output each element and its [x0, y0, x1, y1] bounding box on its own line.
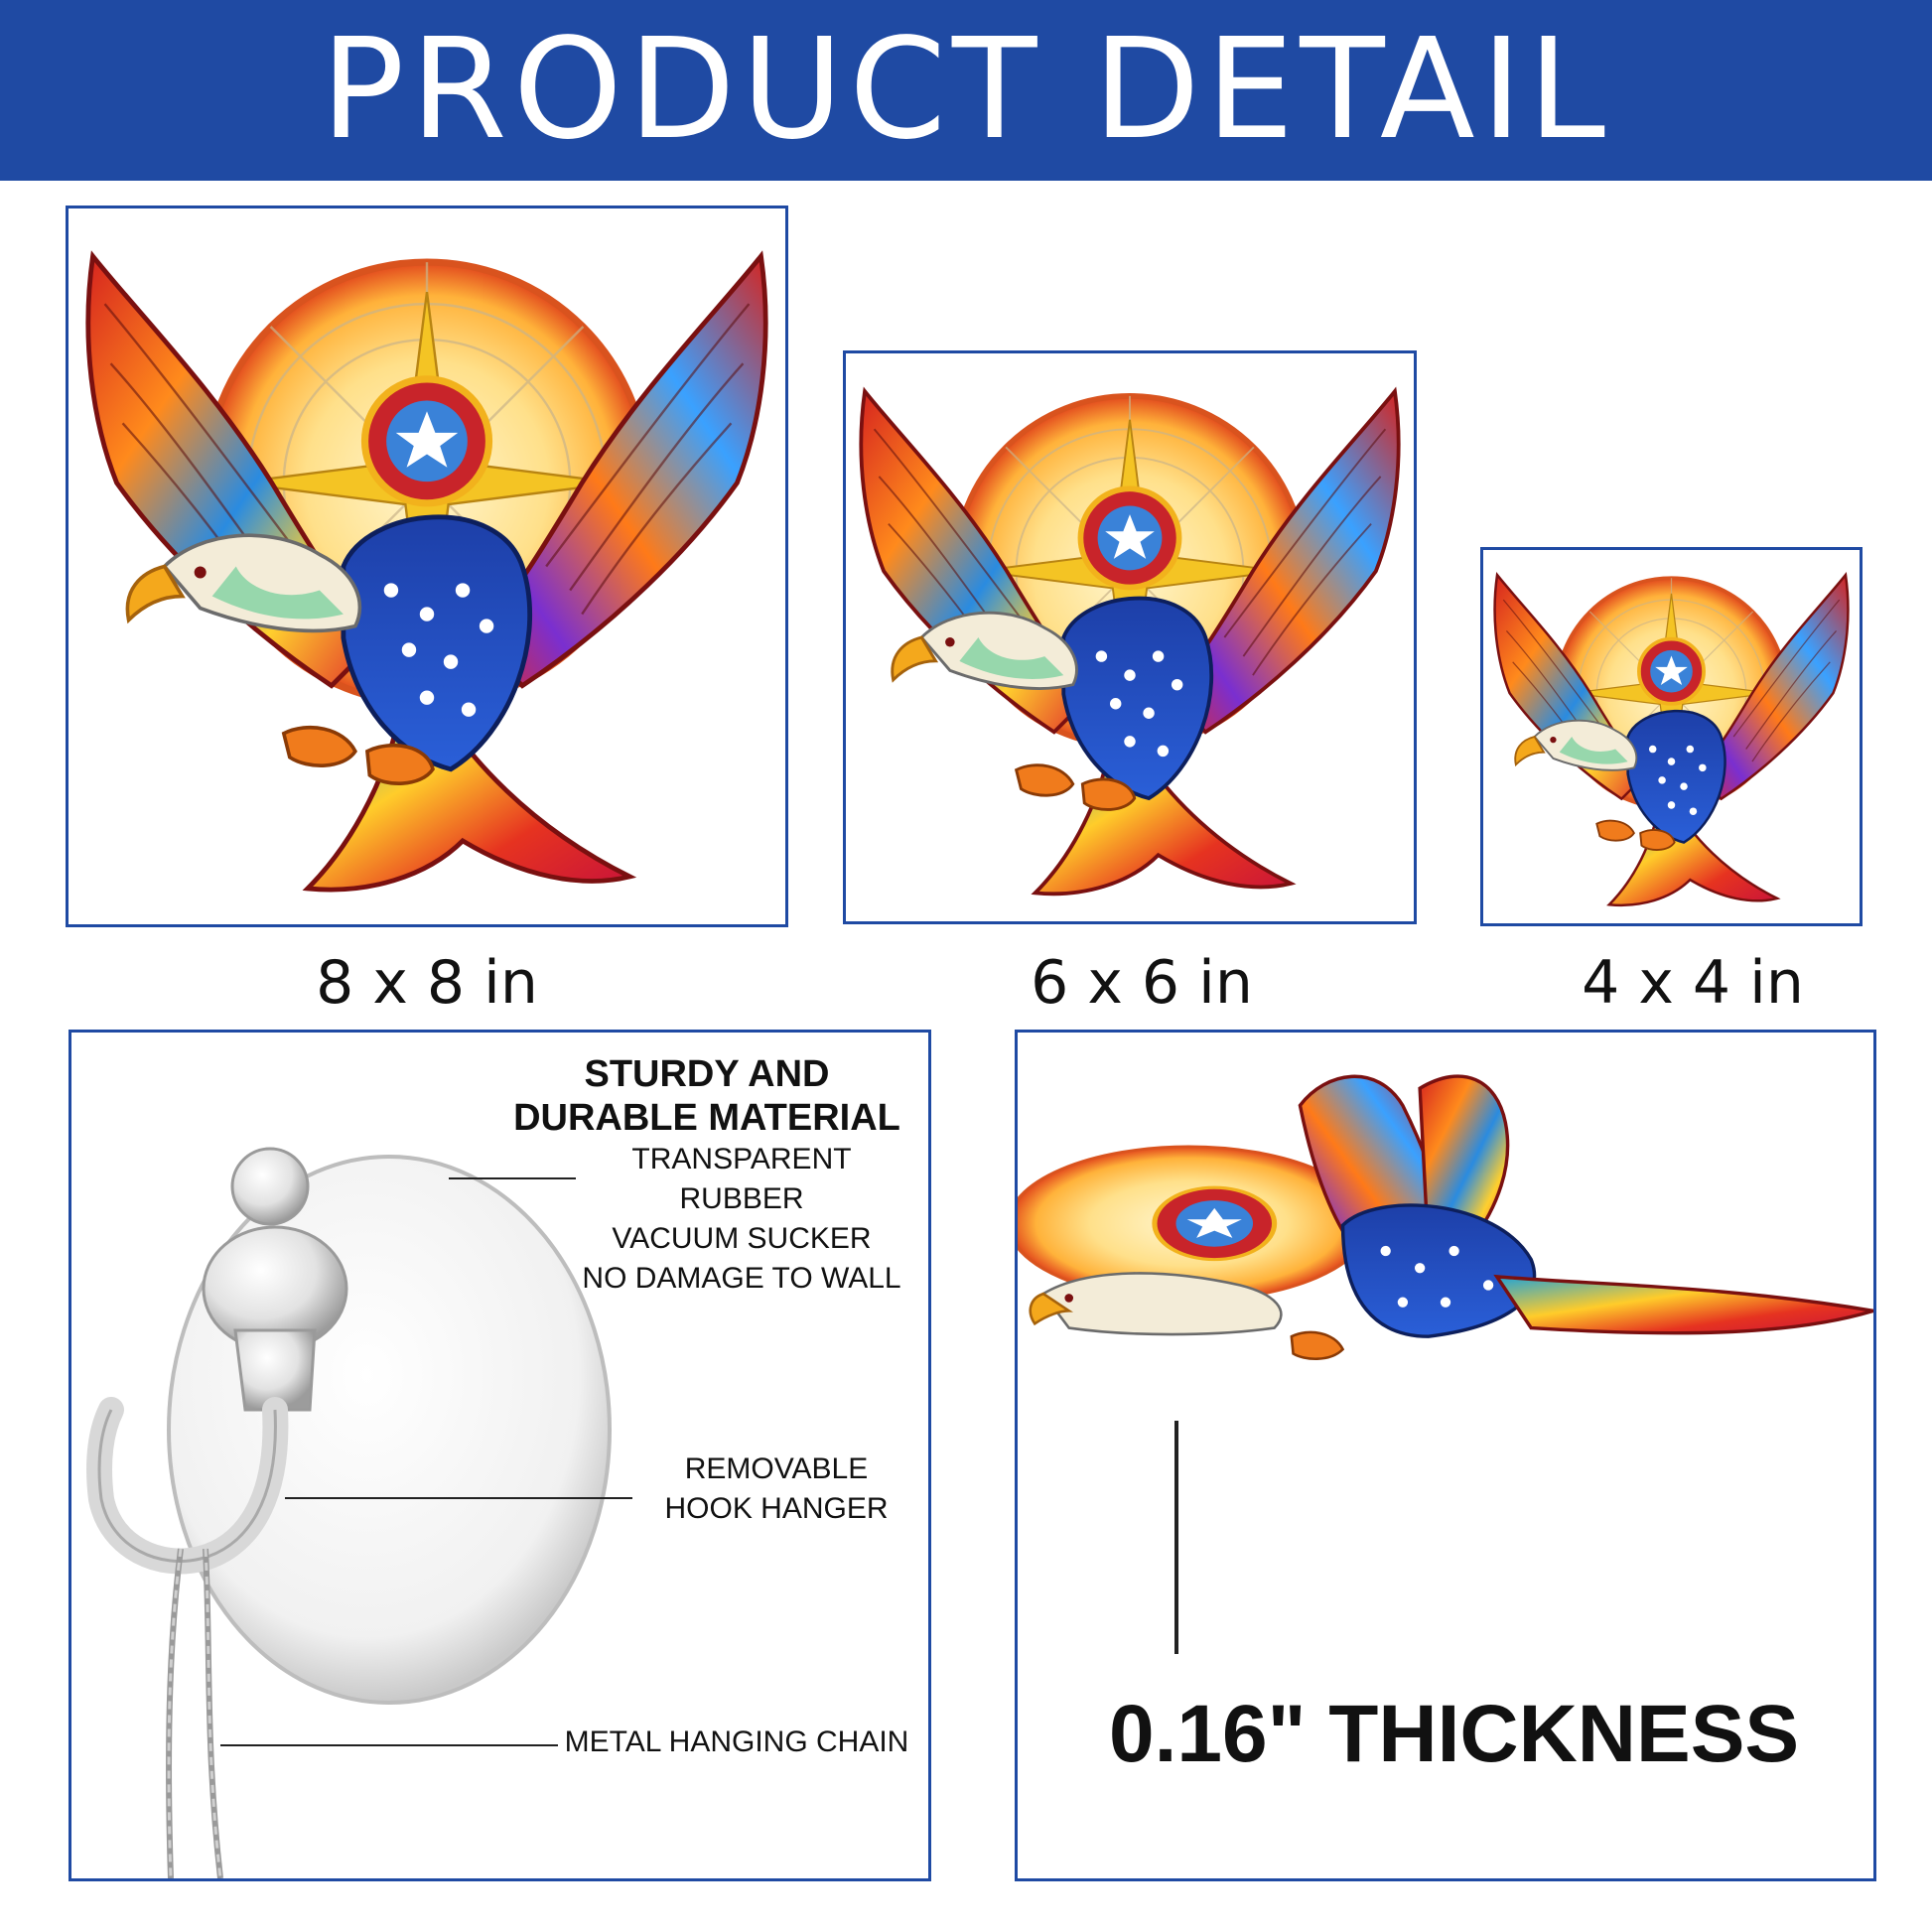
suction-hook-image	[86, 1147, 612, 1878]
size-6-frame	[843, 350, 1417, 924]
hanger-panel: STURDY AND DURABLE MATERIAL TRANSPARENT …	[69, 1030, 931, 1881]
chain-pointer-line	[220, 1744, 558, 1746]
hook-line2: HOOK HANGER	[664, 1492, 889, 1525]
chain-label: METAL HANGING CHAIN	[564, 1725, 909, 1758]
size-label-4x4: 4 x 4 in	[1582, 948, 1804, 1018]
size-8-frame	[66, 206, 788, 927]
eagle-image-large	[69, 208, 785, 924]
sucker-callout: TRANSPARENT RUBBER VACUUM SUCKER NO DAMA…	[568, 1140, 915, 1299]
thickness-panel: 0.16" THICKNESS	[1015, 1030, 1876, 1881]
eagle-image-small	[1492, 573, 1851, 907]
material-callout: STURDY AND DURABLE MATERIAL	[498, 1052, 915, 1140]
hook-callout: REMOVABLE HOOK HANGER	[627, 1449, 925, 1529]
sucker-line2: VACUUM SUCKER	[612, 1222, 872, 1255]
size-label-6x6: 6 x 6 in	[1031, 948, 1253, 1018]
chain-callout: METAL HANGING CHAIN	[553, 1723, 920, 1762]
material-title-line1: STURDY AND	[584, 1053, 830, 1095]
sucker-line1: TRANSPARENT RUBBER	[631, 1143, 852, 1215]
page-title: PRODUCT DETAIL	[321, 9, 1611, 171]
material-title-line2: DURABLE MATERIAL	[513, 1097, 900, 1139]
size-label-8x8: 8 x 8 in	[316, 948, 538, 1018]
thickness-indicator-line	[1174, 1421, 1178, 1654]
hook-pointer-line	[285, 1497, 632, 1499]
size-4-frame	[1480, 547, 1863, 926]
sucker-pointer-line	[449, 1177, 576, 1179]
thickness-label: 0.16" THICKNESS	[1109, 1689, 1800, 1779]
hook-line1: REMOVABLE	[684, 1452, 869, 1485]
sucker-line3: NO DAMAGE TO WALL	[582, 1262, 901, 1295]
eagle-image-medium	[846, 353, 1414, 921]
header-banner: PRODUCT DETAIL	[0, 0, 1932, 181]
eagle-side-view-image	[1018, 1074, 1873, 1361]
